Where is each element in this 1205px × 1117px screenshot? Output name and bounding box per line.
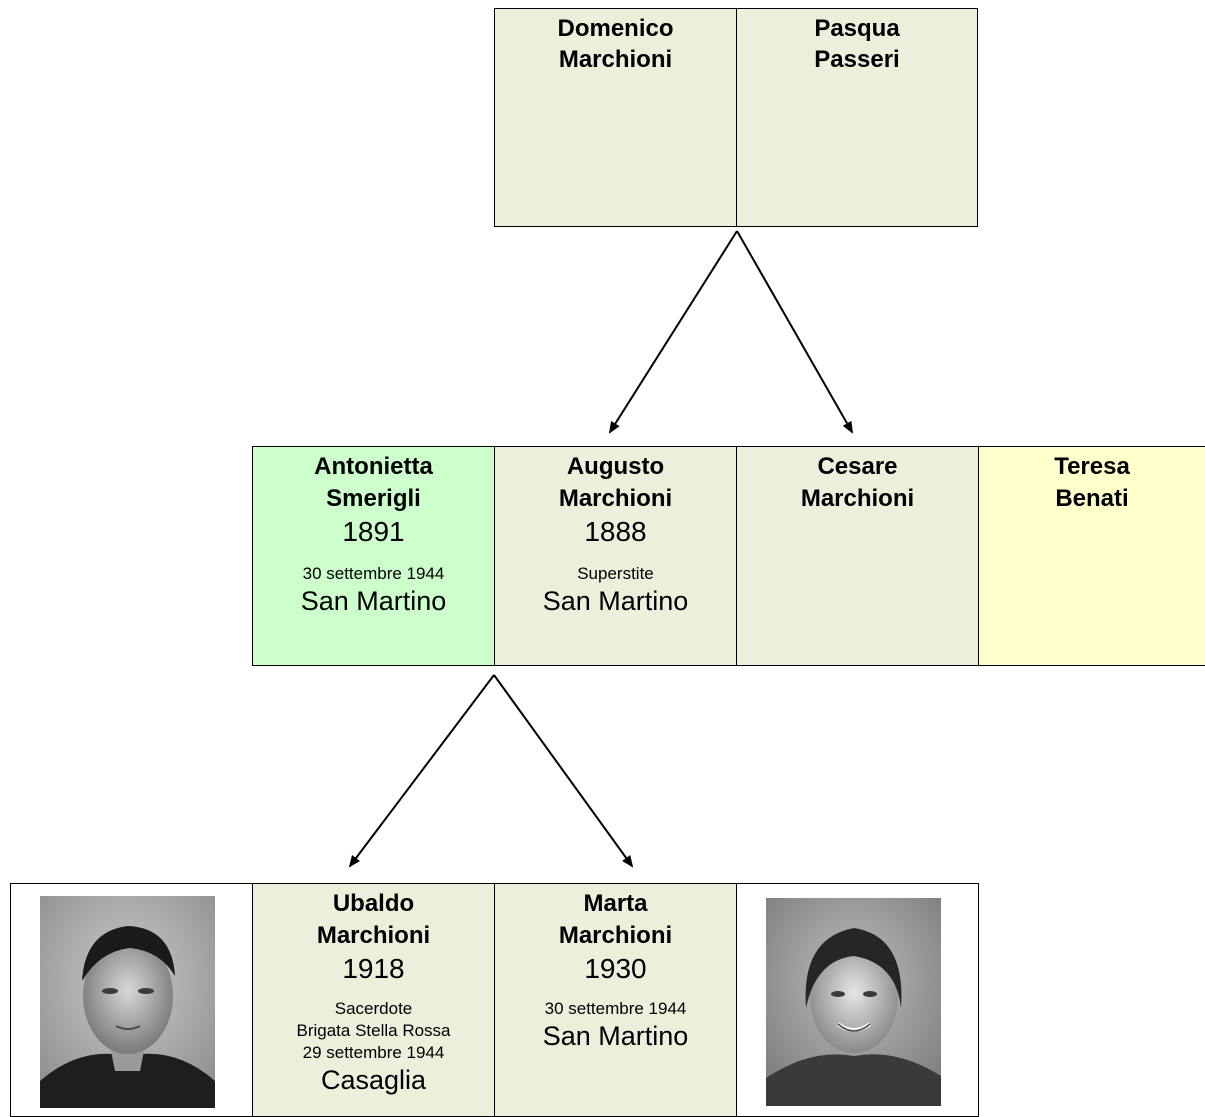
arrow-to-augusto (608, 230, 738, 434)
person-pasqua-passeri: Pasqua Passeri (736, 8, 978, 227)
person-first-name: Pasqua (814, 15, 900, 42)
person-first-name: Domenico (557, 15, 674, 42)
person-ubaldo-marchioni: Ubaldo Marchioni 1918 Sacerdote Brigata … (252, 883, 495, 1117)
person-death-date: 30 settembre 1944 (544, 999, 687, 1018)
person-last-name: Marchioni (558, 922, 673, 949)
person-antonietta-smerigli: Antonietta Smerigli 1891 30 settembre 19… (252, 446, 495, 666)
person-first-name: Antonietta (314, 453, 433, 480)
person-first-name: Marta (583, 890, 648, 917)
person-death-date: 29 settembre 1944 (302, 1043, 445, 1062)
portrait-photo-ubaldo (40, 896, 215, 1108)
person-domenico-marchioni: Domenico Marchioni (494, 8, 737, 227)
person-first-name: Cesare (817, 453, 898, 480)
person-marta-marchioni: Marta Marchioni 1930 30 settembre 1944 S… (494, 883, 737, 1117)
person-birth-year: 1888 (584, 516, 647, 547)
arrow-to-ubaldo (348, 674, 495, 868)
person-last-name: Smerigli (326, 485, 421, 512)
person-birth-year: 1930 (584, 953, 647, 984)
person-last-name: Marchioni (558, 485, 673, 512)
person-place: Casaglia (320, 1065, 427, 1095)
person-last-name: Marchioni (558, 46, 673, 73)
arrow-to-cesare (736, 230, 853, 434)
person-place: San Martino (542, 1021, 689, 1051)
person-place: San Martino (542, 586, 689, 616)
person-cesare-marchioni: Cesare Marchioni (736, 446, 979, 666)
photo-cell-ubaldo (10, 883, 253, 1117)
person-death-date: 30 settembre 1944 (302, 564, 445, 583)
person-last-name: Marchioni (800, 485, 915, 512)
photo-cell-marta (736, 883, 979, 1117)
person-birth-year: 1891 (342, 516, 405, 547)
arrow-to-marta (493, 674, 634, 868)
person-first-name: Ubaldo (332, 890, 415, 917)
person-status: Superstite (577, 564, 654, 583)
person-augusto-marchioni: Augusto Marchioni 1888 Superstite San Ma… (494, 446, 737, 666)
person-birth-year: 1918 (342, 953, 405, 984)
person-first-name: Teresa (1054, 453, 1130, 480)
person-teresa-benati: Teresa Benati (978, 446, 1205, 666)
person-role: Sacerdote (334, 999, 413, 1018)
person-brigade: Brigata Stella Rossa (296, 1021, 451, 1040)
person-first-name: Augusto (566, 453, 665, 480)
person-place: San Martino (300, 586, 447, 616)
person-last-name: Marchioni (316, 922, 431, 949)
portrait-photo-marta (766, 898, 941, 1106)
person-last-name: Passeri (814, 46, 900, 73)
person-last-name: Benati (1055, 485, 1129, 512)
